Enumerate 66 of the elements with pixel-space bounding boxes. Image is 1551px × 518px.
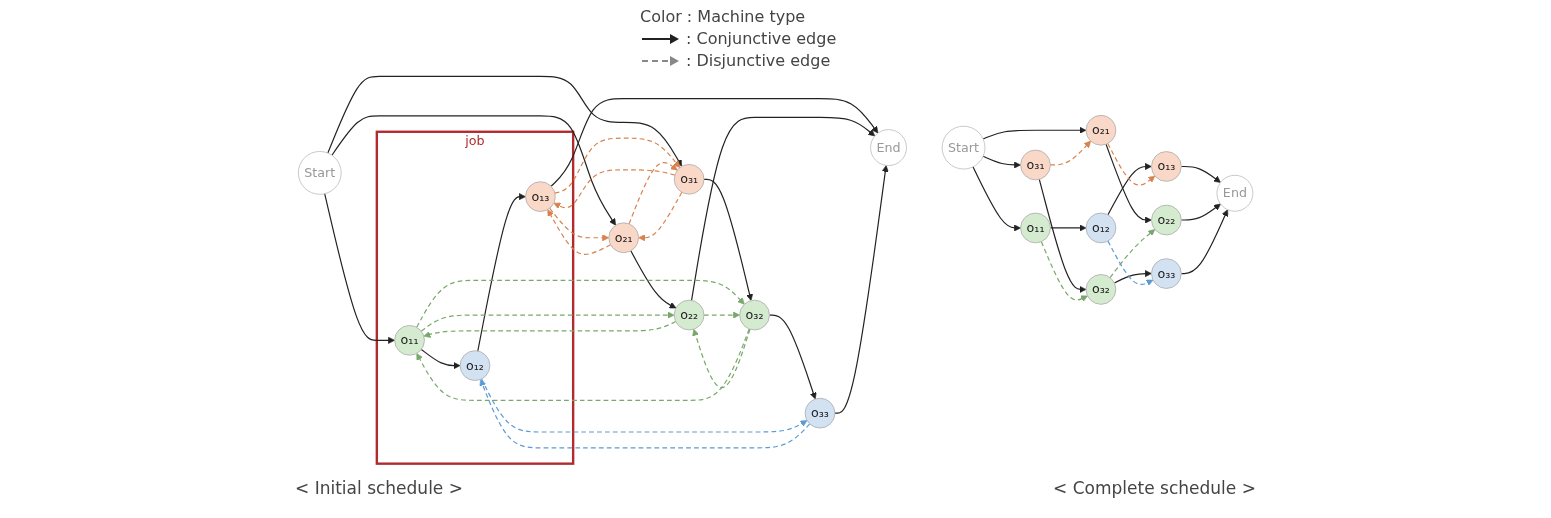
node-circle: o₂₁	[1085, 114, 1117, 146]
arrow	[331, 115, 616, 226]
node-circle: End	[870, 129, 907, 166]
node-circle: End	[1216, 174, 1254, 212]
arrow	[477, 193, 526, 352]
arrow	[480, 378, 808, 433]
node-circle: o₂₁	[608, 222, 639, 254]
arrow	[323, 193, 395, 344]
node-circle: o₁₂	[1085, 212, 1117, 244]
arrow	[972, 166, 1021, 232]
arrow	[327, 75, 682, 167]
arrow	[982, 126, 1087, 140]
arrow	[638, 191, 683, 242]
arrow	[416, 328, 750, 401]
arrow	[768, 314, 817, 400]
node-circle: Start	[297, 151, 342, 195]
node-circle: o₁₃	[1150, 151, 1182, 182]
node-circle: o₃₁	[673, 164, 705, 195]
arrow	[1180, 165, 1221, 183]
arrow	[1113, 270, 1152, 284]
arrow	[547, 209, 611, 255]
node-circle: o₁₂	[459, 350, 491, 381]
arrow	[690, 116, 875, 301]
node-circle: Start	[941, 125, 986, 170]
legend-text: : Disjunctive edge	[686, 50, 831, 72]
node-circle: o₃₂	[739, 299, 770, 331]
arrow	[420, 348, 461, 370]
arrow	[554, 137, 681, 194]
arrow	[549, 207, 609, 242]
schedule-caption: < Complete schedule >	[1053, 478, 1256, 498]
node-circle: o₃₃	[1150, 258, 1182, 289]
arrow	[1180, 203, 1221, 221]
arrow	[703, 311, 740, 319]
node-circle: o₁₃	[525, 181, 556, 212]
arrow	[834, 165, 889, 414]
arrow	[703, 178, 753, 301]
arrow	[1040, 241, 1088, 302]
legend-text: : Conjunctive edge	[686, 28, 837, 50]
arrow	[1107, 240, 1154, 286]
arrow	[420, 311, 675, 332]
arrow	[630, 250, 677, 309]
arrow	[1038, 178, 1087, 293]
arrow	[1109, 229, 1156, 279]
node-circle: o₂₂	[673, 299, 705, 331]
node-circle: o₃₃	[804, 397, 836, 429]
arrow	[550, 98, 879, 187]
legend-heading: Color : Machine type	[640, 6, 806, 28]
arrow	[1049, 140, 1091, 166]
arrow	[1107, 142, 1156, 186]
node-circle: o₃₂	[1085, 274, 1117, 305]
arrow	[1105, 143, 1152, 224]
node-circle: o₁₁	[1020, 212, 1051, 244]
arrow	[982, 155, 1021, 169]
node-circle: o₁₁	[394, 325, 425, 356]
arrow	[415, 279, 745, 328]
arrow	[1049, 224, 1087, 232]
arrow	[553, 169, 676, 210]
arrow	[1107, 163, 1152, 216]
arrow	[692, 328, 751, 389]
arrow	[479, 379, 811, 449]
node-circle: o₂₂	[1150, 204, 1182, 236]
arrow	[628, 161, 678, 225]
node-circle: o₃₁	[1020, 149, 1051, 181]
arrow	[1180, 209, 1229, 275]
schedule-caption: < Initial schedule >	[295, 478, 463, 498]
arrow	[423, 320, 677, 338]
